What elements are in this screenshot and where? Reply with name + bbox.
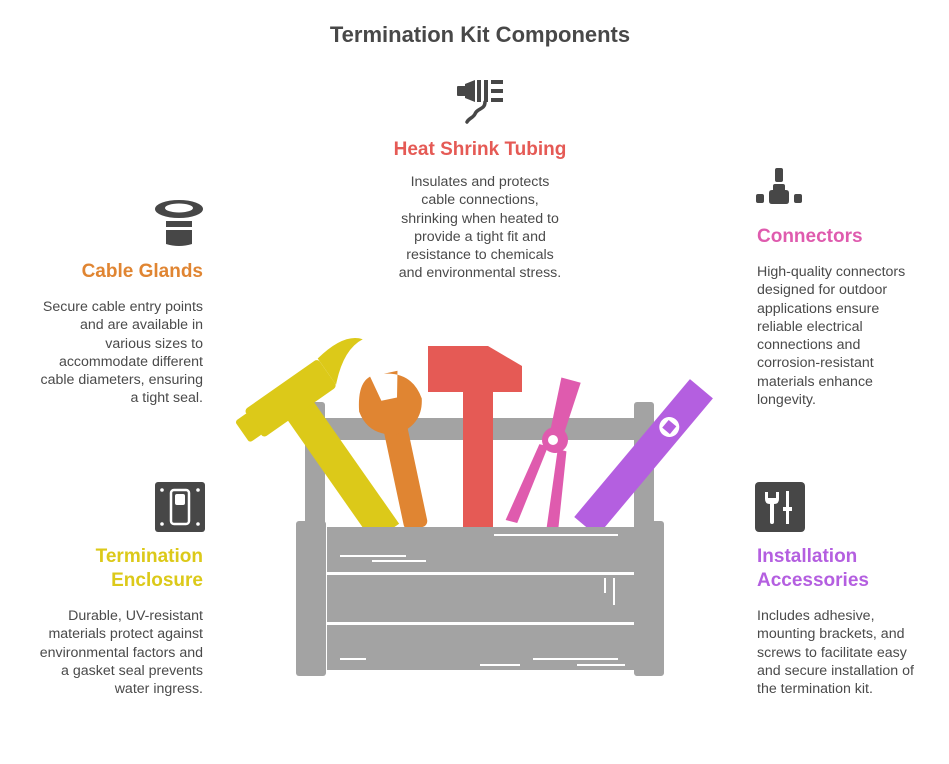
desc-line: a gasket seal prevents — [61, 662, 203, 679]
connectors-description: High-quality connectors designed for out… — [757, 263, 942, 409]
desc-line: materials protect against — [48, 626, 203, 643]
cable-glands-description: Secure cable entry points and are availa… — [10, 298, 203, 408]
cable-glands-heading: Cable Glands — [81, 261, 203, 282]
pliers-tool — [505, 377, 581, 534]
connectors-heading: Connectors — [757, 226, 863, 247]
desc-line: corrosion-resistant — [757, 355, 874, 372]
enclosure-description: Durable, UV-resistant materials protect … — [10, 607, 203, 698]
desc-line: applications ensure — [757, 300, 880, 317]
enclosure-icon — [155, 482, 205, 532]
desc-line: provide a tight fit and — [414, 228, 546, 245]
level-tool — [574, 379, 713, 537]
desc-line: materials enhance — [757, 373, 873, 390]
toolbox-body — [296, 521, 664, 676]
desc-line: mounting brackets, and — [757, 626, 905, 643]
connectors-block: Connectors High-quality connectors desig… — [757, 225, 942, 409]
desc-line: Secure cable entry points — [42, 299, 203, 315]
heading-line: Termination — [95, 546, 203, 567]
heading-line: Enclosure — [111, 570, 203, 591]
desc-line: designed for outdoor — [757, 282, 888, 299]
desc-line: screws to facilitate easy — [757, 644, 907, 661]
tools-icon — [755, 482, 805, 532]
enclosure-block: Termination Enclosure Durable, UV-resist… — [10, 545, 203, 698]
desc-line: the termination kit. — [757, 681, 873, 698]
heat-shrink-block: Heat Shrink Tubing Insulates and protect… — [370, 138, 590, 283]
desc-line: High-quality connectors — [757, 264, 906, 280]
heat-shrink-heading: Heat Shrink Tubing — [393, 139, 567, 160]
desc-line: environmental factors and — [39, 644, 203, 661]
desc-line: accommodate different — [58, 353, 203, 370]
page-title: Termination Kit Components — [329, 22, 631, 47]
desc-line: shrinking when heated to — [401, 210, 559, 227]
toolbox-illustration — [220, 330, 740, 680]
accessories-heading: Installation Accessories — [757, 545, 942, 593]
desc-line: water ingress. — [114, 681, 203, 698]
desc-line: cable diameters, ensuring — [40, 372, 203, 389]
heading-line: Installation — [757, 546, 858, 567]
heat-shrink-description: Insulates and protects cable connections… — [370, 173, 590, 283]
desc-line: and are available in — [79, 317, 203, 334]
mallet-tool — [428, 346, 522, 527]
heading-line: Accessories — [757, 570, 869, 591]
enclosure-heading: Termination Enclosure — [10, 545, 203, 593]
cable-gland-icon — [153, 198, 205, 248]
connector-icon — [755, 166, 805, 206]
desc-line: Durable, UV-resistant — [68, 608, 203, 624]
plug-cable-icon — [455, 76, 507, 124]
desc-line: cable connections, — [421, 192, 539, 209]
wrench-tool — [358, 370, 428, 530]
cable-glands-block: Cable Glands Secure cable entry points a… — [10, 260, 203, 408]
desc-line: and secure installation of — [757, 662, 914, 679]
desc-line: various sizes to — [105, 335, 203, 352]
accessories-block: Installation Accessories Includes adhesi… — [757, 545, 942, 698]
hammer-tool — [235, 338, 400, 543]
accessories-description: Includes adhesive, mounting brackets, an… — [757, 607, 942, 698]
desc-line: longevity. — [757, 392, 816, 409]
desc-line: Insulates and protects — [410, 174, 550, 190]
desc-line: reliable electrical — [757, 318, 863, 335]
desc-line: resistance to chemicals — [406, 247, 554, 264]
desc-line: and environmental stress. — [398, 265, 562, 282]
desc-line: a tight seal. — [130, 390, 203, 407]
desc-line: connections and — [757, 337, 861, 354]
desc-line: Includes adhesive, — [757, 608, 875, 624]
